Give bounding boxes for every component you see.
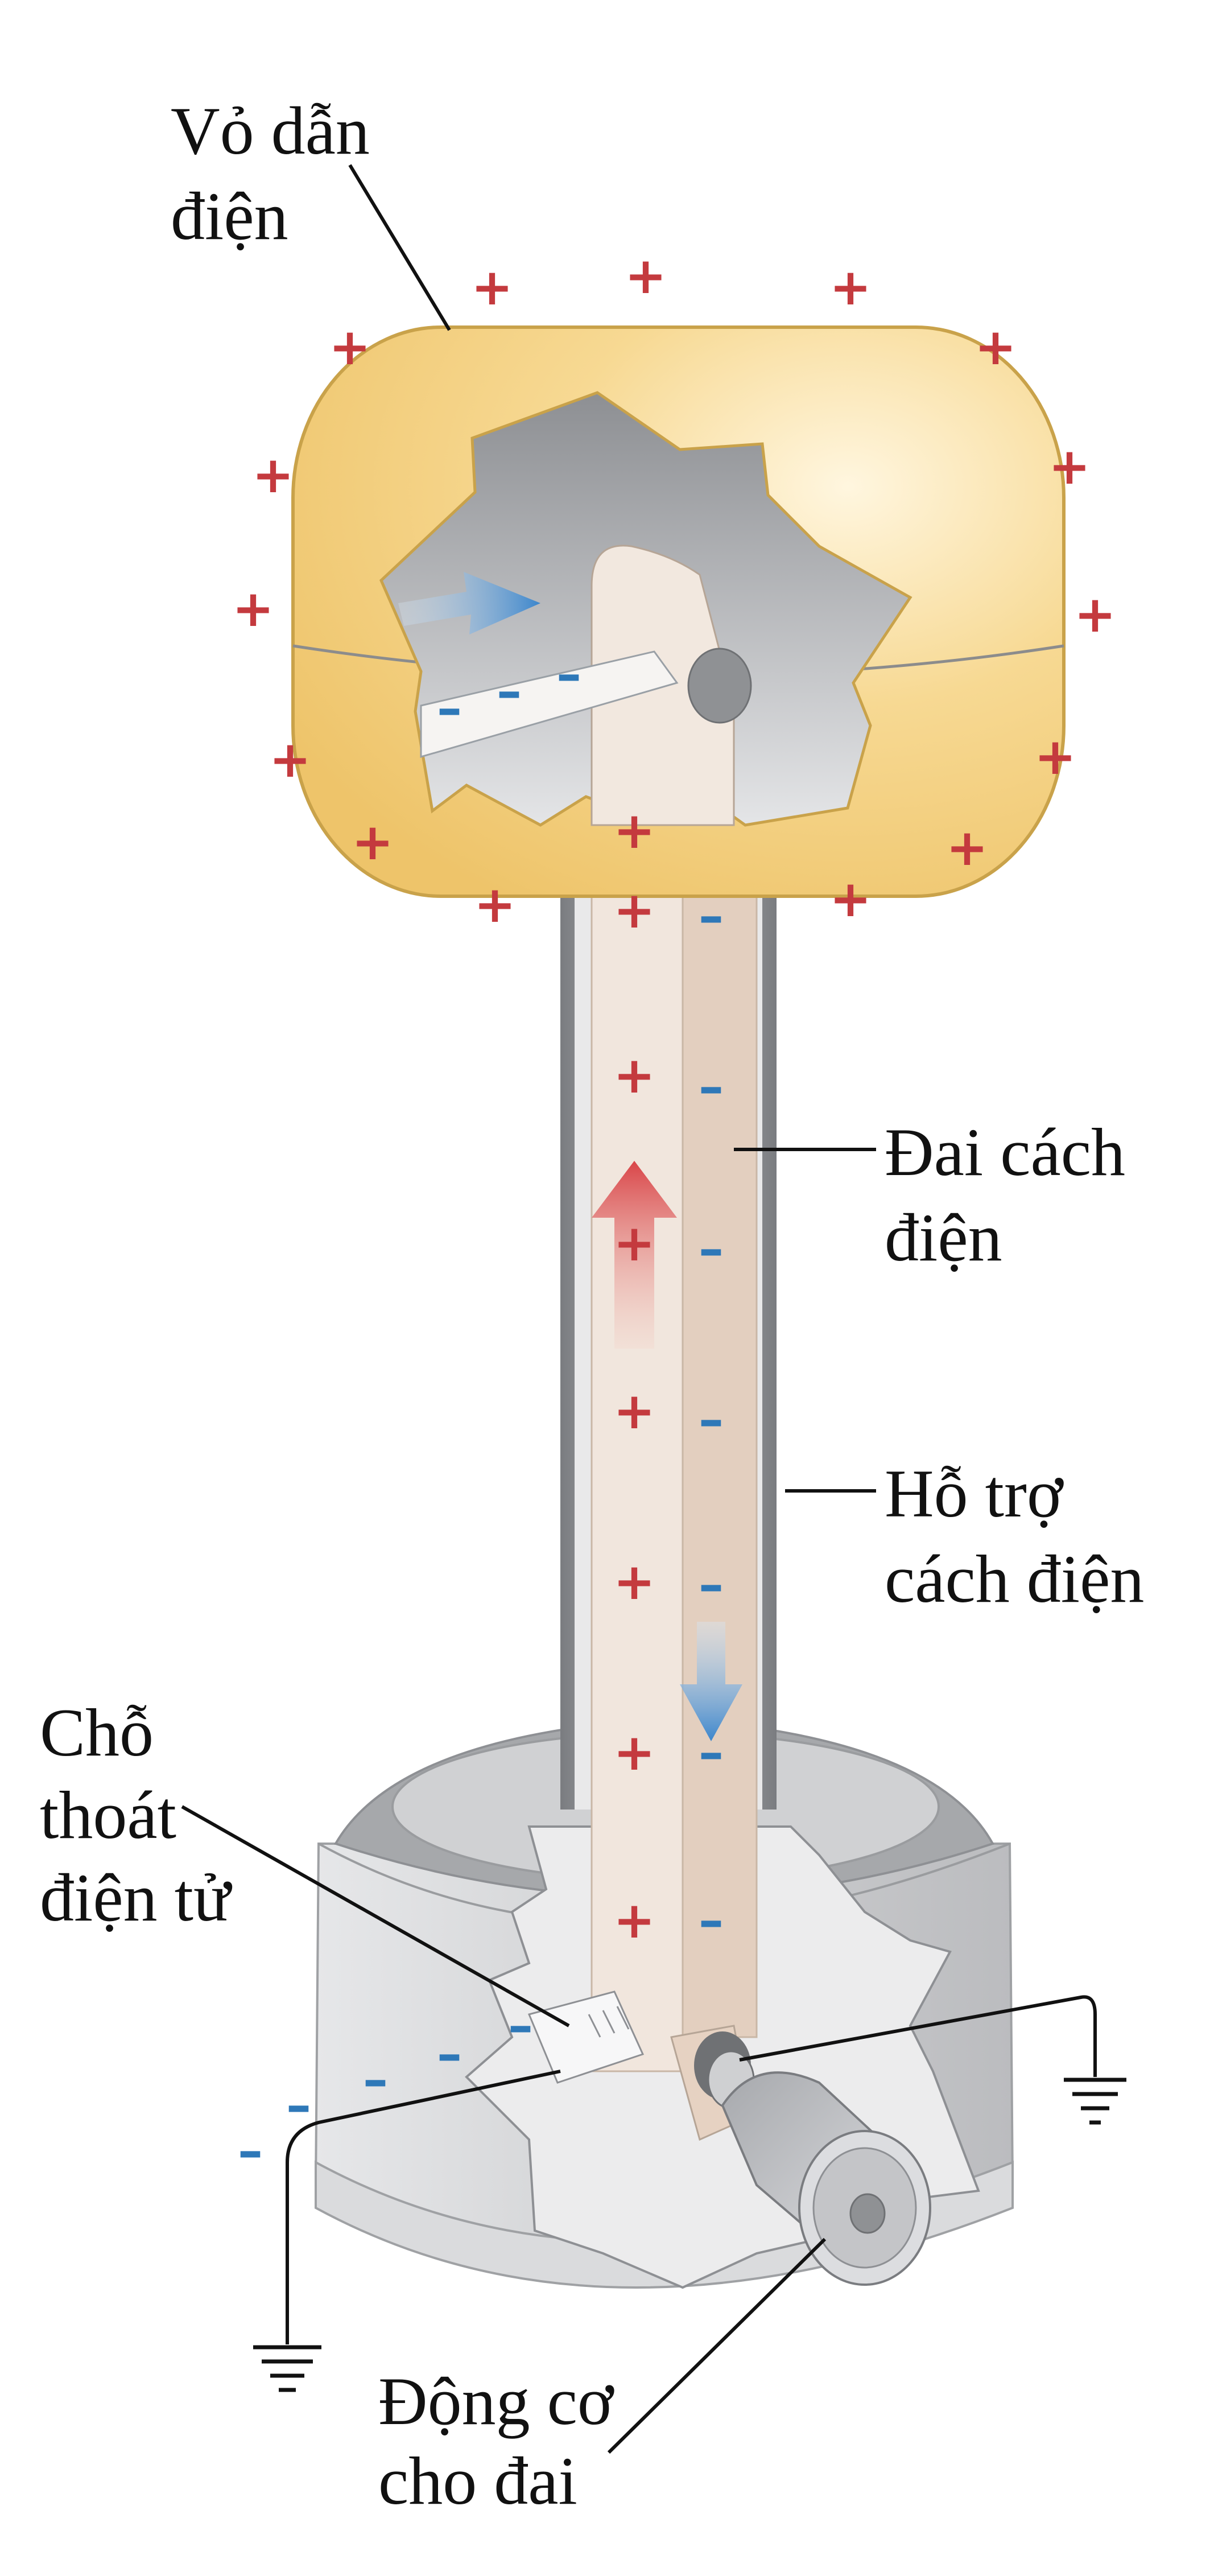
label-electron-outlet-line2: thoát: [40, 1777, 176, 1853]
positive-charge-7: +: [1048, 437, 1091, 496]
positive-charge-3: +: [829, 258, 872, 316]
positive-charge-16: +: [613, 801, 655, 860]
negative-charge-13: –: [363, 2050, 388, 2109]
negative-charge-7: –: [699, 1390, 724, 1449]
positive-charge-8: +: [232, 579, 274, 638]
label-insulating-support-line1: Hỗ trợ: [885, 1456, 1064, 1531]
negative-charge-12: –: [437, 2025, 462, 2083]
positive-charge-15: +: [829, 869, 872, 928]
label-belt-motor-line1: Động cơ: [378, 2363, 614, 2439]
label-insulating-belt-line2: điện: [885, 1200, 1002, 1275]
leader-lines: [181, 164, 876, 2454]
negative-charge-4: –: [699, 887, 724, 945]
label-conducting-shell-line2: điện: [171, 178, 288, 254]
belt-up-arrow: [592, 1161, 677, 1349]
negative-charges: –––––––––––––––: [238, 645, 724, 2180]
ground-icon: [1064, 2078, 1126, 2125]
label-insulating-support-line2: cách điện: [885, 1541, 1144, 1617]
label-conducting-shell-line1: Vỏ dẫn: [171, 93, 370, 168]
label-electron-outlet-line1: Chỗ: [40, 1695, 154, 1770]
transfer-arrow: [398, 572, 540, 634]
positive-charge-14: +: [474, 875, 516, 934]
positive-charge-20: +: [613, 1382, 655, 1440]
label-electron-outlet-line3: điện tử: [40, 1860, 233, 1935]
negative-charge-6: –: [699, 1219, 724, 1278]
positive-charge-21: +: [613, 1552, 655, 1611]
positive-charge-9: +: [1074, 585, 1116, 644]
negative-charge-15: –: [238, 2121, 263, 2180]
electron-outlet-comb: [527, 1990, 645, 2084]
positive-charge-1: +: [471, 258, 513, 316]
negative-charge-8: –: [699, 1555, 724, 1614]
positive-charge-18: +: [613, 1046, 655, 1104]
ground-wires: [286, 1995, 1097, 2344]
negative-charge-14: –: [286, 2076, 311, 2134]
belt-down-arrow: [680, 1622, 742, 1741]
negative-charge-3: –: [556, 645, 581, 703]
ground-icon: [253, 2345, 321, 2392]
positive-charge-4: +: [329, 318, 371, 376]
label-insulating-belt-line1: Đai cách: [885, 1114, 1125, 1190]
positive-charge-17: +: [613, 881, 655, 939]
positive-charge-5: +: [974, 318, 1017, 376]
positive-charge-19: +: [613, 1214, 655, 1272]
negative-charge-11: –: [508, 1996, 533, 2055]
positive-charge-6: +: [252, 446, 294, 504]
negative-charge-5: –: [699, 1057, 724, 1116]
conducting-shell: [291, 325, 1066, 898]
belt-motor: [670, 2025, 931, 2286]
positive-charge-13: +: [946, 818, 988, 877]
negative-charge-1: –: [437, 679, 462, 737]
positive-charge-12: +: [352, 813, 394, 871]
positive-charge-22: +: [613, 1723, 655, 1782]
positive-charge-23: +: [613, 1891, 655, 1949]
positive-charge-11: +: [1034, 727, 1076, 786]
positive-charges: + + + + + + + + + + + + + + + + + + + + + + +: [232, 246, 1116, 1949]
positive-charge-2: +: [625, 246, 667, 305]
negative-charge-10: –: [699, 1891, 724, 1949]
label-belt-motor-line2: cho đai: [378, 2443, 577, 2519]
negative-charge-2: –: [497, 662, 522, 720]
positive-charge-10: +: [269, 730, 311, 789]
insulating-belt: [591, 841, 758, 2072]
negative-charge-9: –: [699, 1723, 724, 1782]
